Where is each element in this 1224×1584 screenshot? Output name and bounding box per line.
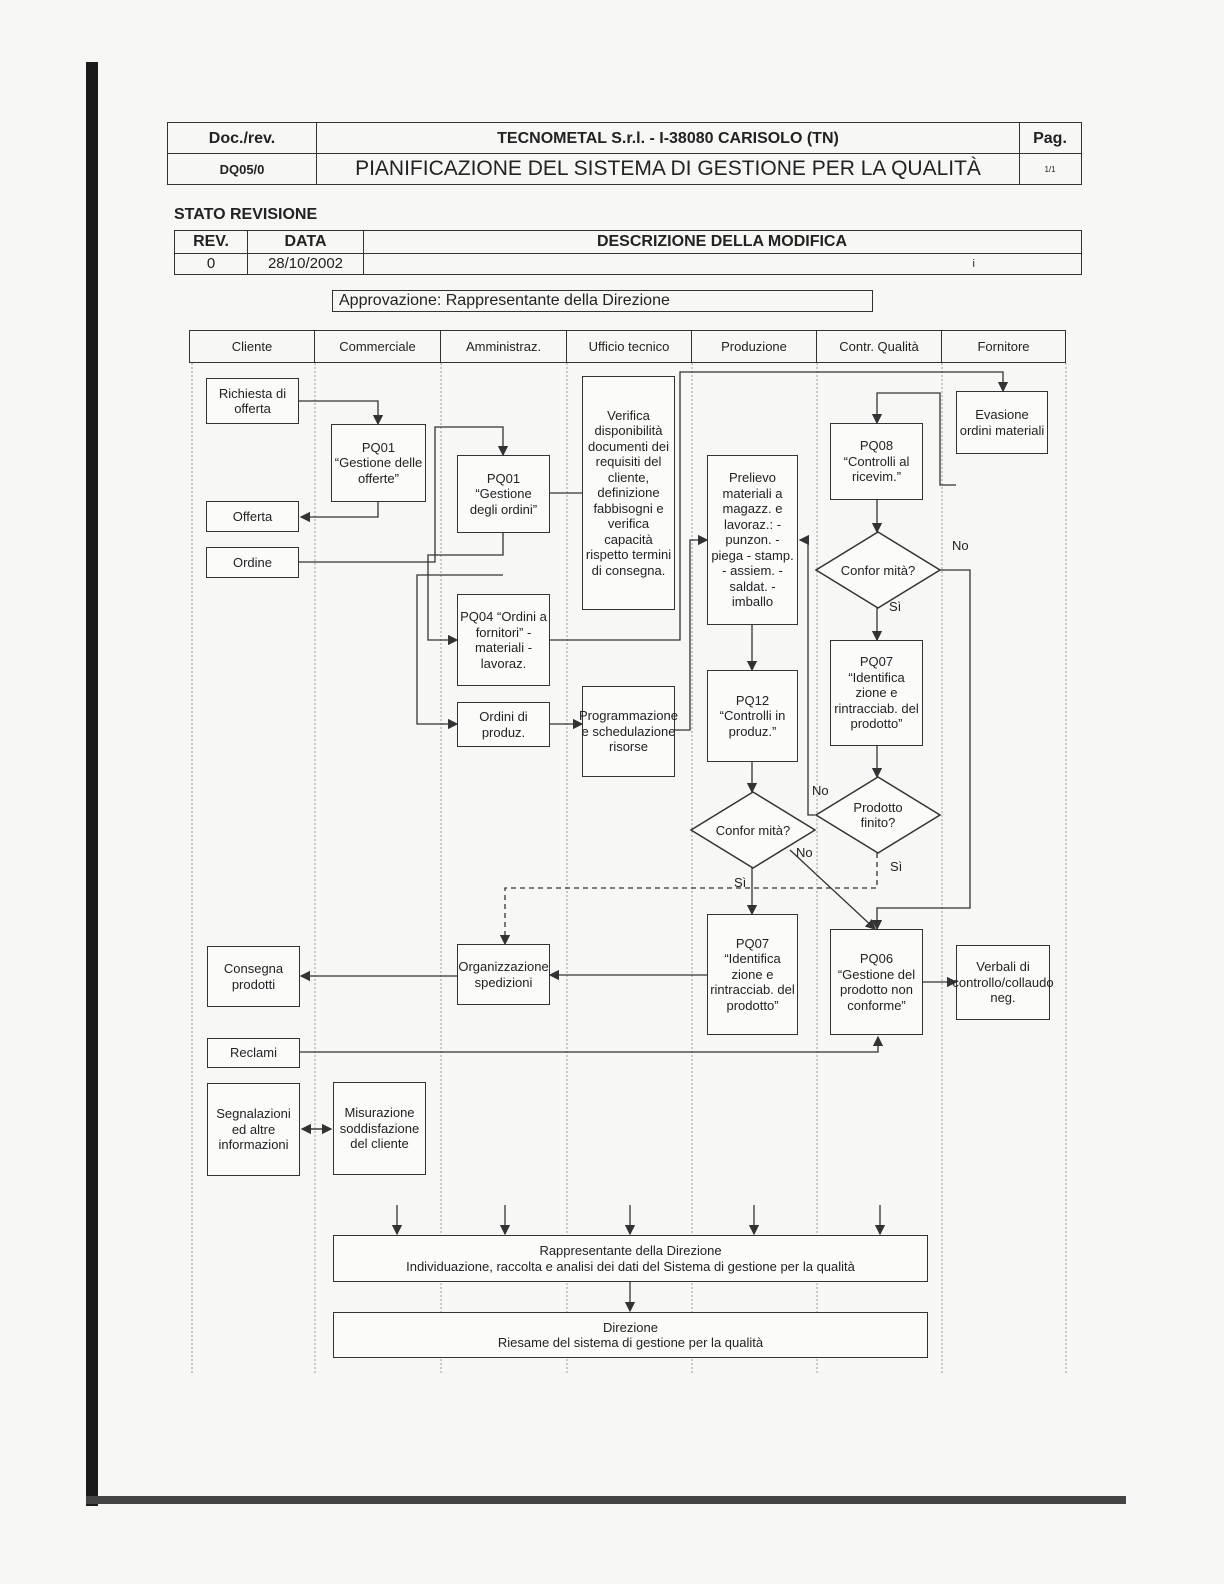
date-value: 28/10/2002: [248, 253, 364, 274]
node-prelievo: Prelievo materiali a magazz. e lavoraz.:…: [707, 455, 798, 625]
decision-prodotto-finito-label: Prodotto finito?: [853, 800, 903, 830]
lane-fornitore: Fornitore: [977, 339, 1030, 354]
label-no: No: [796, 845, 813, 860]
revision-section-title: STATO REVISIONE: [174, 206, 318, 223]
company-name: TECNOMETAL S.r.l. - I-38080 CARISOLO (TN…: [317, 123, 1020, 154]
node-evasione: Evasione ordini materiali: [956, 391, 1048, 454]
rev-value: 0: [175, 253, 248, 274]
lane-ufficio-tecnico: Ufficio tecnico: [567, 331, 692, 362]
col-data: DATA: [248, 231, 364, 253]
label-no: No: [812, 783, 829, 798]
rappresentante-desc: Individuazione, raccolta e analisi dei d…: [406, 1258, 855, 1274]
divider: [175, 253, 1081, 254]
node-segnalazioni: Segnalazioni ed altre informazioni: [207, 1083, 300, 1176]
node-verbali: Verbali di controllo/collaudo neg.: [952, 945, 1054, 1020]
col-rev: REV.: [175, 231, 248, 253]
node-pq12: PQ12 “Controlli in produz.”: [707, 670, 798, 762]
label-si: Sì: [734, 875, 747, 890]
node-richiesta-offerta: Richiesta di offerta: [206, 378, 299, 424]
pag-label: Pag.: [1033, 129, 1067, 147]
page-number: 1/1: [1044, 164, 1056, 174]
document-title: PIANIFICAZIONE DEL SISTEMA DI GESTIONE P…: [317, 154, 1020, 184]
decision-conformita-prod-label: Confor mità?: [715, 822, 791, 838]
col-desc: DESCRIZIONE DELLA MODIFICA: [596, 233, 848, 250]
decision-conformita-prod: [689, 791, 817, 869]
decision-conformita-cq: [814, 531, 942, 609]
node-consegna: Consegna prodotti: [207, 946, 300, 1007]
revision-table: REV. DATA DESCRIZIONE DELLA MODIFICA 0 2…: [174, 230, 1082, 275]
node-pq08: PQ08 “Controlli al ricevim.”: [830, 423, 923, 500]
lane-cliente: Cliente: [190, 331, 315, 362]
node-pq06: PQ06 “Gestione del prodotto non conforme…: [830, 929, 923, 1035]
node-ordini-produzione: Ordini di produz.: [457, 702, 550, 747]
decision-prodotto-finito: [814, 776, 942, 854]
node-pq07-prod: PQ07 “Identifica zione e rintracciab. de…: [707, 914, 798, 1035]
lane-amministrazione: Amministraz.: [441, 331, 567, 362]
direzione-title: Direzione: [603, 1319, 658, 1335]
approval-box: Approvazione: Rappresentante della Direz…: [332, 290, 873, 312]
docrev-label: Doc./rev.: [168, 123, 317, 154]
label-si: Sì: [890, 859, 903, 874]
node-rappresentante: Rappresentante della Direzione Individua…: [333, 1235, 928, 1282]
lane-separators: [191, 363, 1067, 1375]
lane-commerciale: Commerciale: [315, 331, 441, 362]
label-no: No: [952, 538, 969, 553]
node-misurazione: Misurazione soddisfazione del cliente: [333, 1082, 426, 1175]
lane-produzione: Produzione: [692, 331, 817, 362]
node-pq01-offerte: PQ01 “Gestione delle offerte”: [331, 424, 426, 502]
desc-value: i: [972, 257, 975, 270]
swimlane-header: Cliente Commerciale Amministraz. Ufficio…: [189, 330, 1066, 363]
rappresentante-title: Rappresentante della Direzione: [539, 1243, 722, 1258]
scan-edge: [86, 62, 98, 1506]
label-si: Sì: [889, 599, 902, 614]
node-verifica: Verifica disponibilità documenti dei req…: [582, 376, 675, 610]
scan-edge-bottom: [86, 1496, 1126, 1504]
lane-controllo-qualita: Contr. Qualità: [817, 331, 942, 362]
divider: [168, 153, 1081, 154]
node-pq04: PQ04 “Ordini a fornitori” - materiali - …: [457, 594, 550, 686]
decision-conformita-cq-label: Confor mità?: [840, 562, 916, 578]
node-ordine: Ordine: [206, 547, 299, 578]
node-pq01-ordini: PQ01 “Gestione degli ordini”: [457, 455, 550, 533]
node-programmazione: Programmazione e schedulazione risorse: [579, 686, 678, 777]
node-reclami: Reclami: [207, 1038, 300, 1068]
node-organizzazione: Organizzazione spedizioni: [457, 944, 550, 1005]
header-table: Doc./rev. TECNOMETAL S.r.l. - I-38080 CA…: [167, 122, 1082, 185]
direzione-desc: Riesame del sistema di gestione per la q…: [497, 1335, 764, 1350]
doc-code: DQ05/0: [168, 154, 317, 184]
node-offerta: Offerta: [206, 501, 299, 532]
node-pq07-cq: PQ07 “Identifica zione e rintracciab. de…: [830, 640, 923, 746]
node-direzione: Direzione Riesame del sistema di gestion…: [333, 1312, 928, 1358]
